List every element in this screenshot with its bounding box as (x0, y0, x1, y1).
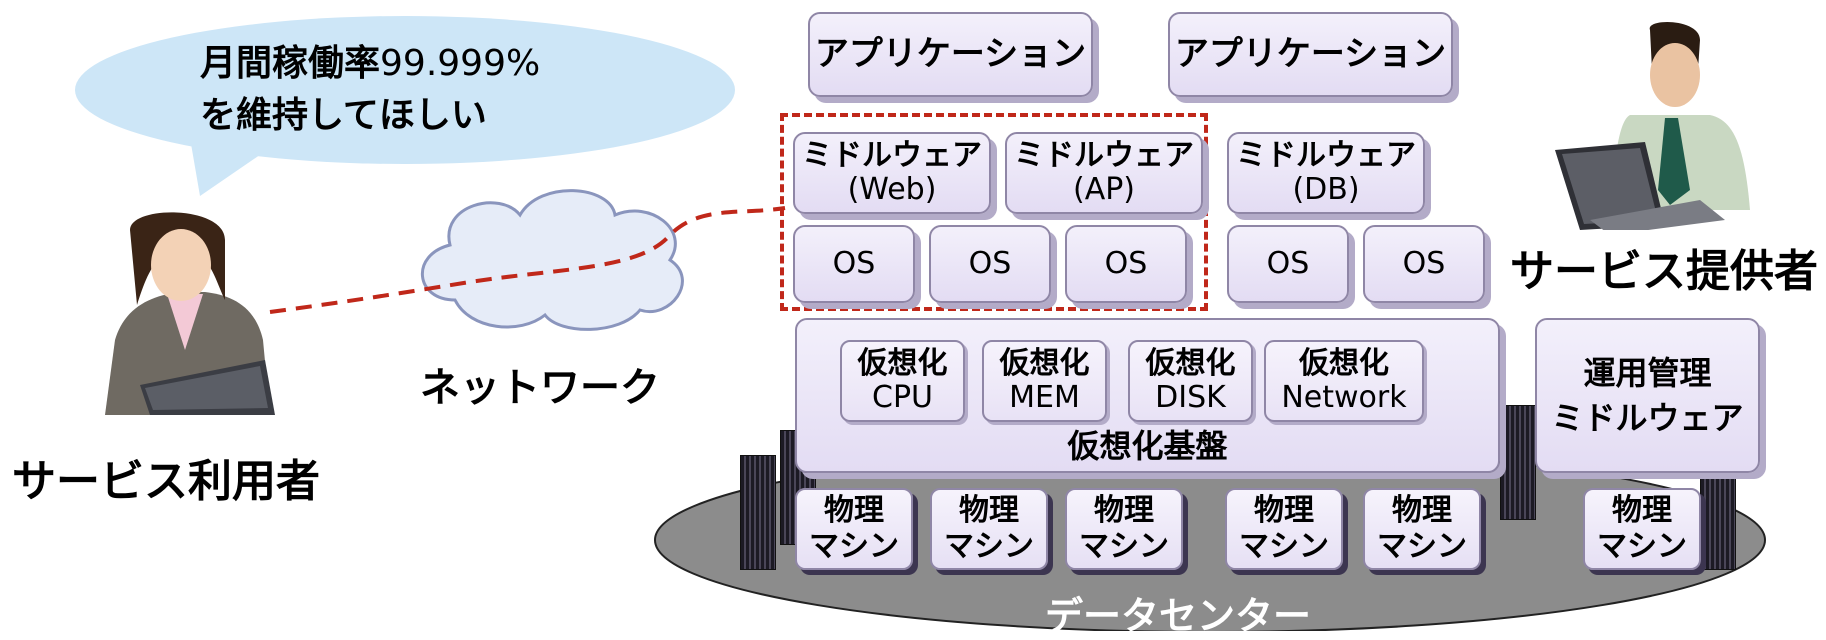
os-box-1: OS (793, 225, 915, 303)
service-user-label: サービス利用者 (12, 456, 320, 507)
network-cloud-icon (421, 189, 684, 331)
speech-bubble-shape (75, 16, 735, 196)
physical-machine-5: 物理マシン (1363, 488, 1481, 570)
virtualization-disk: 仮想化 DISK (1128, 340, 1253, 422)
os-box-5: OS (1363, 225, 1485, 303)
physical-machine-3: 物理マシン (1065, 488, 1183, 570)
service-provider-icon (1555, 21, 1750, 230)
os-box-4: OS (1227, 225, 1349, 303)
physical-machine-6: 物理マシン (1583, 488, 1701, 570)
application-box-1: アプリケーション (808, 12, 1093, 97)
middleware-web-box: ミドルウェア (Web) (793, 132, 991, 214)
virtualization-mem: 仮想化 MEM (982, 340, 1107, 422)
virtualization-network: 仮想化 Network (1264, 340, 1424, 422)
physical-machine-2: 物理マシン (930, 488, 1048, 570)
application-box-2: アプリケーション (1168, 12, 1453, 97)
middleware-db-box: ミドルウェア (DB) (1227, 132, 1425, 214)
server-rack (740, 455, 776, 570)
network-label: ネットワーク (420, 365, 660, 411)
os-box-2: OS (929, 225, 1051, 303)
server-rack (1700, 455, 1736, 570)
physical-machine-4: 物理マシン (1225, 488, 1343, 570)
service-provider-label: サービス提供者 (1510, 246, 1818, 297)
datacenter-label: データセンター (1045, 594, 1312, 638)
speech-bubble-text: 月間稼働率99.999% を維持してほしい (200, 43, 541, 137)
virtualization-cpu: 仮想化 CPU (840, 340, 965, 422)
service-user-icon (105, 212, 275, 415)
virtualization-platform-label: 仮想化基盤 (1067, 427, 1228, 466)
server-rack (1500, 405, 1536, 520)
highlight-dashed-box (780, 113, 1208, 311)
middleware-ap-box: ミドルウェア (AP) (1005, 132, 1203, 214)
network-connection-line (269, 206, 786, 314)
physical-machine-1: 物理マシン (795, 488, 913, 570)
ops-management-middleware-box: 運用管理 ミドルウェア (1535, 318, 1760, 473)
os-box-3: OS (1065, 225, 1187, 303)
